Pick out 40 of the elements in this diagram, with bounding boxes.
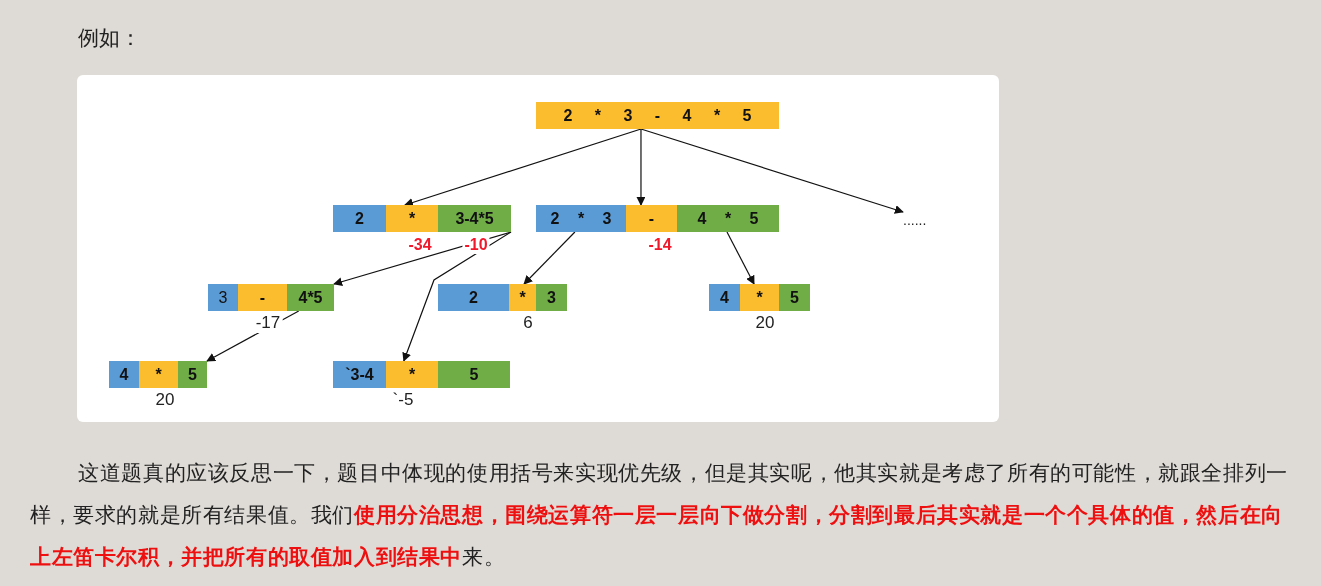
expression-bar	[333, 361, 510, 388]
expression-segment: *	[740, 284, 779, 311]
arrow	[636, 128, 646, 206]
expression-segment: 5	[779, 284, 810, 311]
expression-segment: 5	[438, 361, 510, 388]
expression-segment: 4*5	[287, 284, 334, 311]
expression-segment: -	[238, 284, 287, 311]
arrow	[523, 231, 576, 285]
expression-segment: 2 * 3 - 4 * 5	[536, 102, 779, 129]
intro-text: 例如：	[78, 25, 141, 52]
expression-segment: 3	[208, 284, 238, 311]
expression-segment: `3-4	[333, 361, 386, 388]
result-value: -10	[462, 236, 490, 254]
expression-bar	[109, 361, 207, 388]
result-value: -17	[253, 314, 283, 333]
expression-segment: 4	[709, 284, 740, 311]
expression-segment: 4 * 5	[677, 205, 779, 232]
arrow	[404, 128, 642, 207]
expression-segment: 2 * 3	[536, 205, 626, 232]
expression-bar	[333, 205, 511, 232]
expression-bar	[709, 284, 810, 311]
expression-segment: 3	[536, 284, 567, 311]
expression-segment: 2	[333, 205, 386, 232]
ellipsis-text: ......	[903, 212, 927, 228]
arrow	[640, 128, 904, 214]
explanation-paragraph: 这道题真的应该反思一下，题目中体现的使用括号来实现优先级，但是其实呢，他其实就是考虑了所有的可能性，就跟全排列一样，要求的就是所有结果值。我们使用分治思想，围绕运算符一层一层向下做分割，分割到最后其实就是一个个具体的值，然后在向上左笛卡尔积，并把所有的取值加入到结果中来。	[30, 460, 1289, 571]
expression-segment: 3-4*5	[438, 205, 511, 232]
arrow	[402, 231, 512, 362]
expression-segment: 2	[438, 284, 509, 311]
expression-segment: *	[386, 361, 438, 388]
expression-segment: *	[386, 205, 438, 232]
expression-segment: 4	[109, 361, 139, 388]
expression-segment: 5	[178, 361, 207, 388]
expression-segment: -	[626, 205, 677, 232]
expression-bar	[208, 284, 334, 311]
expression-bar	[438, 284, 567, 311]
expression-segment: *	[139, 361, 178, 388]
expression-bar	[536, 205, 779, 232]
expression-segment: *	[509, 284, 536, 311]
arrow	[726, 231, 755, 285]
